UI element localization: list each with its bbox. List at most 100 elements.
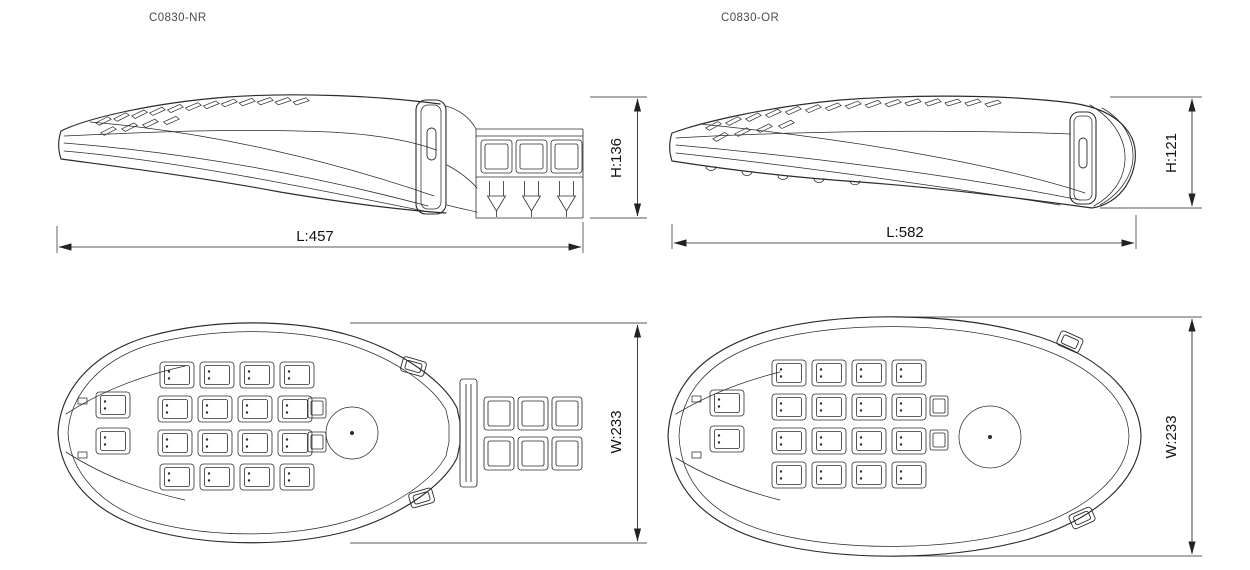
nr-side-swoosh-lines (63, 121, 437, 212)
vent-slot (984, 99, 1002, 108)
nr-side-body-outline (58, 94, 447, 214)
led-module (279, 463, 315, 491)
led-module (197, 429, 233, 457)
nr-heatsink (475, 128, 584, 219)
or-length-dimension: L:582 (671, 215, 1137, 249)
led-module (95, 427, 131, 455)
led-module (237, 429, 273, 457)
vent-slot (162, 115, 181, 126)
or-width-dimension: W:233 (905, 316, 1202, 557)
vent-slot (202, 100, 220, 110)
led-module (159, 463, 195, 491)
led-module (95, 391, 131, 419)
nr-knockout-circle (325, 406, 379, 460)
led-module (239, 361, 275, 389)
led-module (771, 461, 807, 489)
led-module (771, 427, 807, 455)
or-length-label: L:582 (886, 224, 924, 241)
or-bottom-bosses (705, 166, 861, 186)
nr-mount-clamp (415, 99, 447, 215)
or-top-outline (667, 316, 1142, 557)
vent-slot (166, 103, 185, 114)
vent-slot (904, 98, 922, 107)
vent-slot (804, 103, 822, 114)
model-label-or: C0830-OR (721, 12, 779, 24)
nr-side-vents (94, 97, 310, 137)
led-module (237, 395, 273, 423)
vent-slot (944, 98, 962, 107)
or-side-vents (704, 98, 1002, 143)
vent-slot (141, 118, 160, 129)
nr-side-view (58, 94, 584, 219)
vent-slot (274, 97, 292, 106)
led-module (811, 461, 847, 489)
vent-slot (924, 98, 942, 107)
vent-slot (711, 131, 730, 143)
or-width-label: W:233 (1163, 415, 1180, 458)
led-module (277, 429, 313, 457)
led-module (159, 361, 195, 389)
led-module (709, 425, 745, 453)
led-module-small (929, 429, 949, 451)
vent-slot (884, 99, 902, 108)
vent-slot (964, 98, 982, 107)
latch-clip (1055, 329, 1085, 354)
led-module-small (929, 395, 949, 417)
nr-length-dimension: L:457 (56, 222, 584, 253)
led-module-small (307, 431, 327, 453)
or-top-view (667, 316, 1142, 557)
led-module (157, 395, 193, 423)
vent-slot (784, 105, 803, 116)
nr-top-inner-outline (67, 331, 450, 535)
vent-slot (844, 100, 862, 110)
led-module (851, 359, 887, 387)
vent-slot (824, 102, 842, 112)
vent-slot (864, 99, 882, 109)
led-module (851, 393, 887, 421)
or-side-view (669, 95, 1136, 209)
led-module (709, 389, 745, 417)
or-height-dimension: H:121 (1100, 96, 1202, 209)
vent-slot (99, 125, 118, 137)
nr-width-label: W:233 (608, 410, 625, 453)
nr-top-view (57, 322, 583, 544)
led-module (199, 361, 235, 389)
led-module-small (307, 397, 327, 419)
nr-length-label: L:457 (296, 228, 334, 245)
led-module (851, 461, 887, 489)
led-module (157, 429, 193, 457)
or-top-inner-outline (678, 326, 1130, 547)
or-side-body-outline (669, 95, 1136, 209)
led-module (811, 393, 847, 421)
or-mount-clamp (1069, 111, 1097, 205)
vent-slot (120, 122, 139, 133)
vent-slot (256, 97, 274, 106)
vent-slot (220, 98, 238, 108)
led-module (197, 395, 233, 423)
or-side-grip-lines (1089, 104, 1134, 207)
model-label-nr: C0830-NR (149, 12, 207, 24)
or-led-modules (691, 359, 949, 489)
vent-slot (292, 97, 310, 106)
led-module (851, 427, 887, 455)
led-module (891, 359, 927, 387)
nr-height-dimension: H:136 (590, 96, 647, 219)
or-side-swoosh-lines (675, 123, 1086, 206)
nr-height-label: H:136 (608, 138, 625, 178)
led-module (891, 427, 927, 455)
nr-width-dimension: W:233 (350, 322, 647, 544)
vent-slot (148, 106, 167, 117)
led-module (239, 463, 275, 491)
nr-heatsink-fins (486, 181, 577, 217)
led-module (811, 359, 847, 387)
nr-led-modules (77, 361, 327, 491)
nr-top-rib-lines (65, 365, 186, 501)
led-module (279, 361, 315, 389)
or-height-label: H:121 (1163, 133, 1180, 173)
led-module (811, 427, 847, 455)
led-module (277, 395, 313, 423)
vent-slot (130, 109, 149, 120)
led-module (199, 463, 235, 491)
